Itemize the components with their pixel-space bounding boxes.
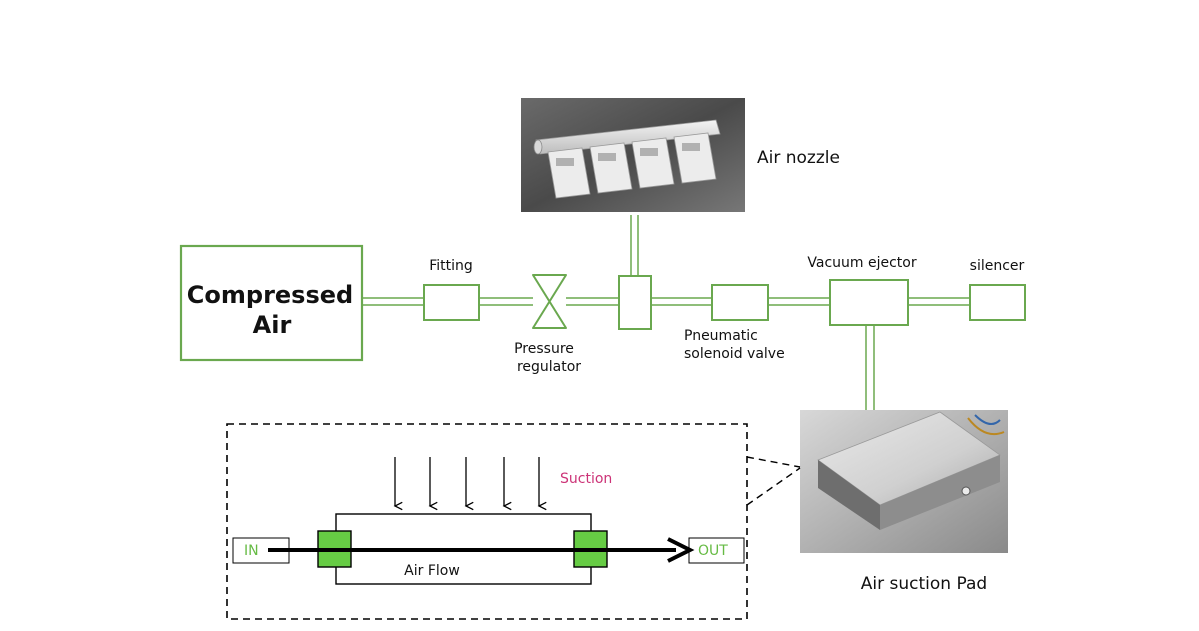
in-label: IN bbox=[244, 543, 259, 559]
fitting-label: Fitting bbox=[429, 258, 473, 274]
pipe-fitting-to-regulator bbox=[479, 297, 533, 306]
source-label-line2: Air bbox=[253, 311, 292, 339]
air-flow-arrowhead bbox=[667, 537, 695, 563]
pipe-ejector-to-pad bbox=[865, 325, 875, 410]
inset-detail: Suction IN OUT Air Flow bbox=[226, 423, 748, 620]
pipes bbox=[362, 215, 970, 410]
pipe-tee-to-solenoid bbox=[651, 297, 712, 306]
pipe-source-to-fitting bbox=[362, 297, 424, 306]
ejector-label: Vacuum ejector bbox=[807, 255, 916, 271]
callout-lines bbox=[746, 456, 801, 506]
pipe-tee-to-nozzle bbox=[630, 215, 639, 276]
silencer-label: silencer bbox=[970, 258, 1025, 274]
regulator-label-line2: regulator bbox=[517, 359, 581, 375]
tee-junction bbox=[618, 275, 652, 330]
solenoid-label-line1: Pneumatic bbox=[684, 328, 758, 344]
solenoid-valve: Pneumatic solenoid valve bbox=[684, 284, 785, 362]
pipe-ejector-to-silencer bbox=[908, 297, 970, 306]
air-nozzle-photo: Air nozzle bbox=[521, 98, 840, 212]
solenoid-label-line2: solenoid valve bbox=[684, 346, 785, 362]
vacuum-ejector: Vacuum ejector bbox=[807, 255, 917, 326]
pressure-regulator: Pressure regulator bbox=[514, 274, 581, 375]
air-suction-pad-photo: Air suction Pad bbox=[800, 410, 1008, 594]
suction-arrows bbox=[393, 457, 547, 511]
air-suction-pad-label: Air suction Pad bbox=[861, 574, 987, 594]
compressed-air-source: Compressed Air bbox=[179, 244, 364, 362]
source-label-line1: Compressed bbox=[187, 281, 353, 309]
out-box bbox=[688, 537, 745, 564]
regulator-label-line1: Pressure bbox=[514, 341, 574, 357]
pipe-regulator-to-tee bbox=[566, 297, 619, 306]
inset-frame bbox=[226, 423, 748, 620]
air-flow-label: Air Flow bbox=[404, 563, 460, 579]
air-nozzle-label: Air nozzle bbox=[757, 148, 840, 168]
suction-label: Suction bbox=[560, 471, 612, 487]
silencer: silencer bbox=[969, 258, 1026, 321]
pipe-solenoid-to-ejector bbox=[768, 297, 830, 306]
fitting: Fitting bbox=[423, 258, 480, 321]
out-label: OUT bbox=[698, 543, 728, 559]
